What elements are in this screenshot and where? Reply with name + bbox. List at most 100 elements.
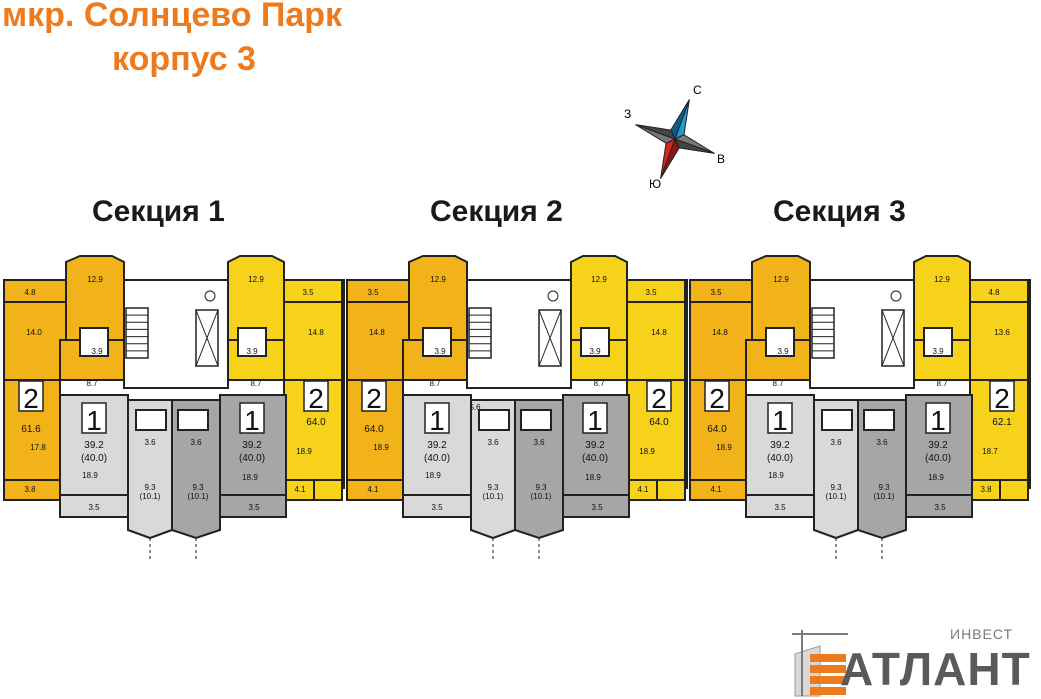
area-label: 8.7 [936, 379, 948, 388]
rooms-badge [18, 380, 44, 412]
rooms-count: 2 [709, 383, 725, 414]
area-label: 8.7 [772, 379, 784, 388]
loggia [59, 494, 129, 518]
rooms-count: 1 [244, 405, 260, 436]
area-label: 12.9 [87, 275, 103, 284]
area-label: 3.8 [24, 485, 36, 494]
crane-building-icon [792, 630, 848, 697]
area-label: (10.1) [140, 492, 161, 501]
area-label: 8.7 [429, 379, 441, 388]
flat-area: 62.1 [992, 417, 1012, 428]
area-label: 3.6 [190, 438, 202, 447]
area-label: 3.6 [533, 438, 545, 447]
rooms-badge [646, 380, 672, 412]
bay-room [857, 399, 907, 540]
section-3-title: Секция 3 [773, 195, 906, 228]
section-2-plan: 3.514.812.93.98.718.94.1264.012.93.514.8… [346, 255, 688, 562]
area-label: (10.1) [531, 492, 552, 501]
rooms-count: 1 [86, 405, 102, 436]
area-label: 18.9 [242, 473, 258, 482]
logo-name: АТЛАНТ [840, 643, 1031, 695]
area-label: 3.5 [591, 503, 603, 512]
loggia [402, 494, 472, 518]
rooms-badge [704, 380, 730, 412]
room [626, 301, 686, 381]
area-label: 4.8 [24, 288, 36, 297]
rooms-badge [361, 380, 387, 412]
area-label: (10.1) [874, 492, 895, 501]
flat-area: 39.2 [770, 440, 790, 451]
bathroom [765, 327, 795, 357]
rooms-badge [767, 402, 793, 434]
section-2-title: Секция 2 [430, 195, 563, 228]
area-label: 14.8 [651, 328, 667, 337]
area-label: 3.9 [589, 347, 601, 356]
area-label: 12.9 [248, 275, 264, 284]
page-title: мкр. Солнцево Парк [2, 0, 343, 34]
area-label: 3.9 [434, 347, 446, 356]
area-label: 18.7 [982, 447, 998, 456]
room [283, 301, 343, 381]
area-label: 9.3 [144, 483, 156, 492]
loggia [219, 494, 287, 518]
bay-room [514, 399, 564, 540]
area-label: 18.9 [82, 471, 98, 480]
bathroom [478, 409, 510, 431]
rooms-count: 2 [23, 383, 39, 414]
area-label: 12.9 [591, 275, 607, 284]
rooms-count: 2 [651, 383, 667, 414]
area-label: 3.9 [932, 347, 944, 356]
area-label: 5.6 [469, 403, 481, 412]
area-label: 8.7 [86, 379, 98, 388]
bathroom [863, 409, 895, 431]
storage [656, 479, 686, 501]
flat-area: 39.2 [242, 440, 262, 451]
section-3-plan: 3.514.812.93.98.718.94.1264.012.94.813.6… [689, 255, 1031, 562]
loggia [745, 494, 815, 518]
rooms-count: 1 [930, 405, 946, 436]
stairwell [125, 307, 149, 359]
section-1-plan: 4.814.012.93.98.717.83.8261.612.93.514.8… [3, 255, 345, 562]
company-logo: ИНВЕСТ АТЛАНТ [790, 620, 1040, 699]
area-label: 8.7 [593, 379, 605, 388]
rooms-count: 2 [308, 383, 324, 414]
area-label: 9.3 [487, 483, 499, 492]
area-label: 3.5 [248, 503, 260, 512]
storage [999, 479, 1029, 501]
loggia [562, 494, 630, 518]
area-label: 14.8 [308, 328, 324, 337]
rooms-count: 2 [366, 383, 382, 414]
flat-area: 61.6 [21, 424, 41, 435]
area-label: 3.6 [876, 438, 888, 447]
area-label: 12.9 [773, 275, 789, 284]
vent-icon [547, 290, 559, 302]
area-label: 4.1 [637, 485, 649, 494]
area-label: 12.9 [430, 275, 446, 284]
bathroom [580, 327, 610, 357]
area-label: 3.5 [367, 288, 379, 297]
elevator-cross [195, 309, 219, 367]
area-label: 3.6 [144, 438, 156, 447]
area-label: (10.1) [826, 492, 847, 501]
flat-area: 39.2 [427, 440, 447, 451]
area-label: 3.5 [88, 503, 100, 512]
area-label: 14.8 [369, 328, 385, 337]
logo-subtext: ИНВЕСТ [950, 626, 1014, 642]
bay-room [171, 399, 221, 540]
rooms-badge [989, 380, 1015, 412]
bathroom [821, 409, 853, 431]
flat-area-total: (40.0) [582, 453, 608, 464]
area-label: 4.1 [294, 485, 306, 494]
compass-west-label: З [624, 107, 631, 121]
area-label: 14.8 [712, 328, 728, 337]
area-label: 3.5 [645, 288, 657, 297]
bathroom [79, 327, 109, 357]
vent-icon [204, 290, 216, 302]
storage [313, 479, 343, 501]
flat-area: 64.0 [649, 417, 669, 428]
area-label: 14.0 [26, 328, 42, 337]
area-label: 4.1 [367, 485, 379, 494]
vent-icon [890, 290, 902, 302]
floor-plan: 4.814.012.93.98.717.83.8261.612.93.514.8… [3, 255, 1031, 562]
flat-area-total: (40.0) [925, 453, 951, 464]
